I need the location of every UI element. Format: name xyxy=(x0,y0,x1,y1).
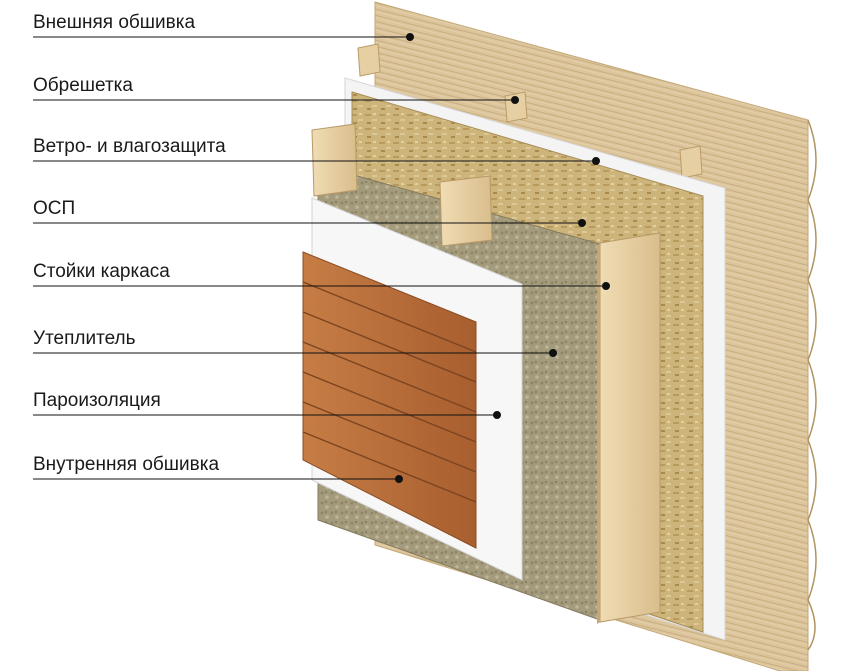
log-profile-edge xyxy=(807,119,817,651)
inner-lining-layer xyxy=(302,251,477,549)
label-inner-lining: Внутренняя обшивка xyxy=(33,454,220,475)
leader-lines xyxy=(33,33,610,483)
label-insulation: Утеплитель xyxy=(33,328,136,349)
label-wind-barrier: Ветро- и влагозащита xyxy=(33,136,226,157)
batten-top-3 xyxy=(679,145,703,179)
stud-front xyxy=(599,232,661,623)
label-outer-siding: Внешняя обшивка xyxy=(33,12,196,33)
label-osb: ОСП xyxy=(33,198,76,219)
batten-top-1 xyxy=(357,43,381,77)
label-battens: Обрешетка xyxy=(33,75,133,96)
label-vapour-barrier: Пароизоляция xyxy=(33,390,161,411)
inner-lining-board-joints xyxy=(302,281,477,503)
label-studs: Стойки каркаса xyxy=(33,261,170,282)
stud-front-side xyxy=(597,243,600,624)
stud-1 xyxy=(311,123,358,197)
stud-2 xyxy=(439,175,493,247)
